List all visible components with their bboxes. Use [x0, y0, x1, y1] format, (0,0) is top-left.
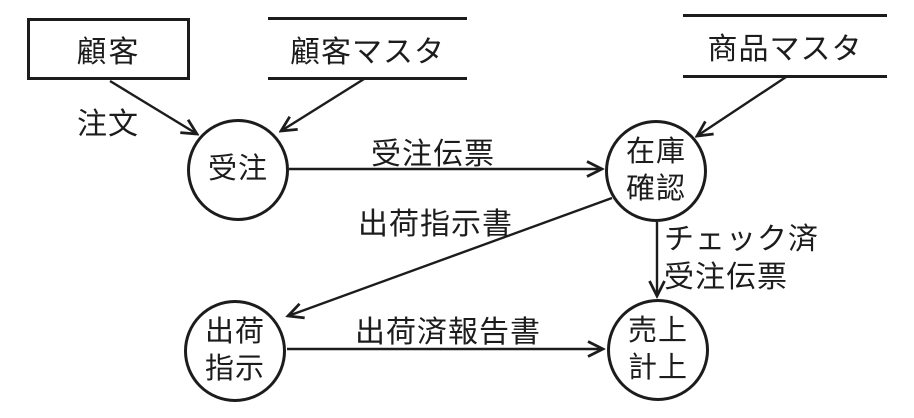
process-shipping-instruction-label-line1: 出荷 [204, 315, 265, 348]
process-stock-check: 在庫 確認 [605, 120, 707, 222]
arrow-product-master-to-stock-check [697, 75, 787, 136]
process-sales-recording-label-line1: 売上 [627, 314, 688, 347]
process-sales-recording: 売上 計上 [607, 299, 709, 401]
arrow-customer-to-order-entry [109, 79, 197, 134]
process-stock-check-label-line1: 在庫 [625, 135, 686, 168]
flow-label-shipped-report: 出荷済報告書 [355, 316, 541, 349]
data-store-customer-master: 顧客マスタ [268, 17, 467, 80]
flow-label-checked-order-slip-line2: 受注伝票 [664, 260, 788, 294]
flow-label-order: 注文 [77, 108, 139, 141]
arrow-customer-master-to-order-entry [281, 77, 365, 131]
external-entity-customer: 顧客 [27, 18, 190, 80]
process-order-entry: 受注 [187, 119, 289, 221]
process-shipping-instruction: 出荷 指示 [184, 300, 286, 402]
flow-label-order-slip: 受注伝票 [371, 138, 495, 171]
process-shipping-instruction-label-line2: 指示 [204, 353, 265, 385]
process-order-entry-label: 受注 [207, 153, 268, 186]
flow-label-shipping-instruction-doc: 出荷指示書 [358, 208, 513, 241]
flow-label-checked-order-slip: チェック済 受注伝票 [664, 221, 819, 297]
data-store-product-master: 商品マスタ [683, 14, 887, 78]
flow-label-checked-order-slip-line1: チェック済 [664, 223, 819, 256]
arrow-stock-check-to-shipping-instruction [288, 196, 613, 316]
process-sales-recording-label-line2: 計上 [627, 352, 688, 384]
process-stock-check-label-line2: 確認 [625, 173, 686, 205]
